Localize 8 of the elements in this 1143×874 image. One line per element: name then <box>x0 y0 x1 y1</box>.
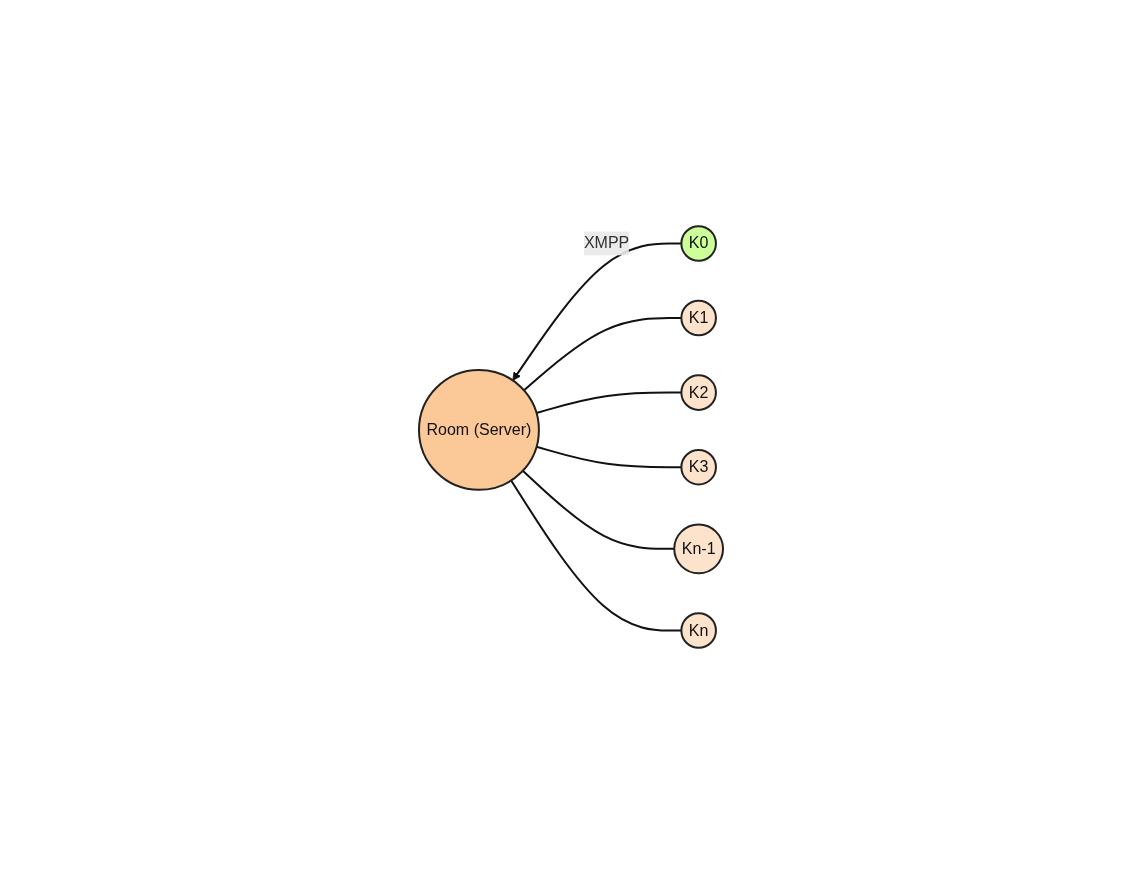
node-circle: Room (Server) <box>418 368 541 491</box>
node-circle: Kn <box>680 612 718 649</box>
node-circle: K2 <box>680 374 718 411</box>
node-circle: K1 <box>680 299 718 337</box>
node-circle: K3 <box>680 448 718 486</box>
node-circle: Kn-1 <box>673 523 725 575</box>
node-circle: K0 <box>680 225 718 262</box>
edge-label: XMPP <box>584 234 630 252</box>
